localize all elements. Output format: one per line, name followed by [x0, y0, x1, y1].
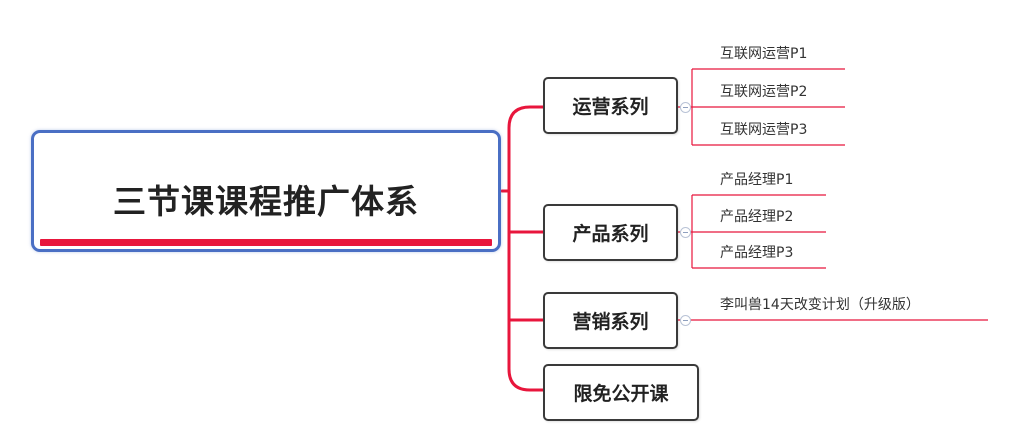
- main-branch: [500, 105, 546, 392]
- collapse-toggle-icon[interactable]: [680, 227, 691, 238]
- topic-node-free-courses[interactable]: 限免公开课: [543, 364, 699, 421]
- topic-label: 营销系列: [572, 311, 649, 333]
- topic-node-operations[interactable]: 运营系列: [543, 77, 678, 134]
- topic-label: 限免公开课: [573, 383, 669, 405]
- topic-label: 产品系列: [572, 223, 649, 245]
- collapse-toggle-icon[interactable]: [680, 315, 691, 326]
- topic-node-product[interactable]: 产品系列: [543, 204, 678, 261]
- leaf-node[interactable]: 互联网运营P2: [720, 84, 808, 100]
- leaf-node[interactable]: 互联网运营P1: [720, 46, 808, 62]
- topic-node-marketing[interactable]: 营销系列: [543, 292, 678, 349]
- root-underline-bar: [40, 239, 492, 246]
- leaf-node[interactable]: 产品经理P3: [720, 245, 794, 261]
- leaf-node[interactable]: 李叫兽14天改变计划（升级版）: [720, 297, 920, 313]
- leaf-node[interactable]: 产品经理P2: [720, 209, 794, 225]
- collapse-toggle-icon[interactable]: [680, 102, 691, 113]
- root-title: 三节课课程推广体系: [113, 182, 419, 221]
- leaf-node[interactable]: 互联网运营P3: [720, 122, 808, 138]
- topic-label: 运营系列: [572, 96, 649, 118]
- branch-trunk: [507, 105, 546, 392]
- leaf-node[interactable]: 产品经理P1: [720, 172, 794, 188]
- root-node[interactable]: 三节课课程推广体系: [31, 130, 501, 252]
